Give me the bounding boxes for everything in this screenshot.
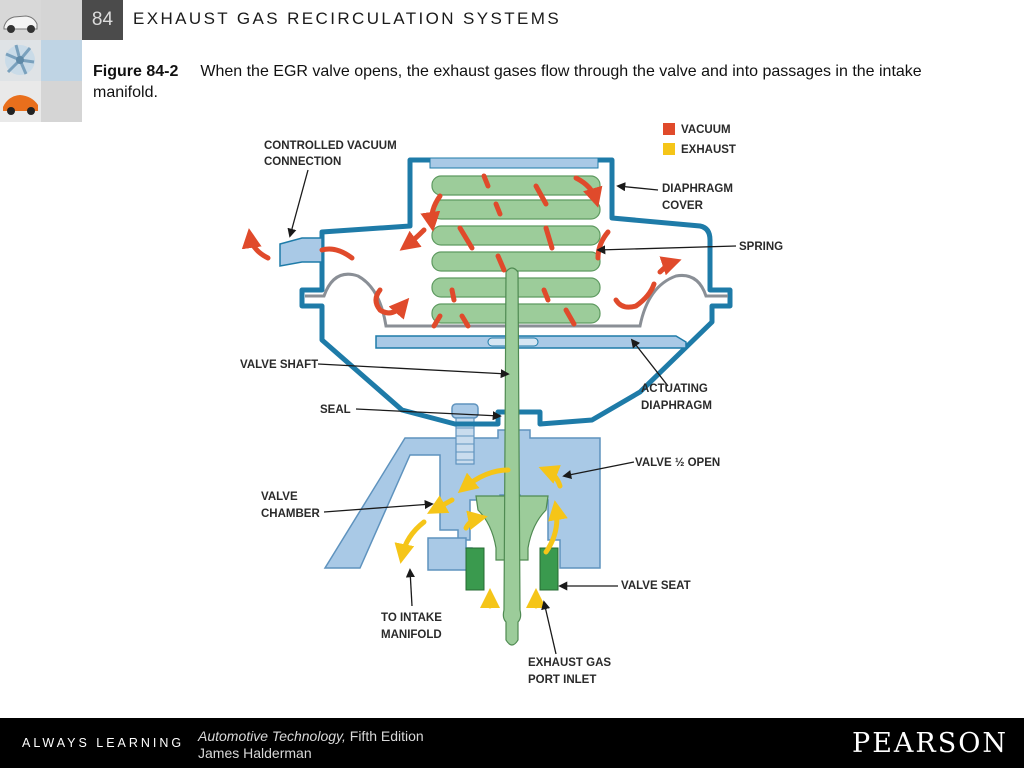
label-valve-half-open: VALVE ½ OPEN: [635, 457, 720, 469]
label-to-intake-1: TO INTAKE: [381, 612, 442, 624]
cover-top-plate: [429, 157, 599, 169]
label-spring: SPRING: [739, 241, 783, 253]
thumbnail-car-white: [0, 0, 41, 40]
intake-port-block: [427, 537, 473, 571]
label-valve-shaft: VALVE SHAFT: [240, 359, 318, 371]
chapter-title: EXHAUST GAS RECIRCULATION SYSTEMS: [133, 9, 562, 28]
label-diaphragm-cover-1: DIAPHRAGM: [662, 183, 733, 195]
label-actuating-diaphragm-2: DIAPHRAGM: [641, 400, 712, 412]
label-exhaust-port-1: EXHAUST GAS: [528, 657, 611, 669]
chapter-strip: [41, 0, 82, 122]
book-title: Automotive Technology,: [198, 728, 346, 744]
thumbnail-turbine: [0, 40, 41, 81]
label-controlled-vacuum-2: CONNECTION: [264, 156, 341, 168]
label-seal: SEAL: [320, 404, 351, 416]
legend: VACUUM EXHAUST: [663, 123, 736, 156]
vacuum-flow-arrows: [241, 173, 682, 329]
diagram-labels: CONTROLLED VACUUM CONNECTION DIAPHRAGM C…: [240, 140, 783, 686]
label-valve-seat: VALVE SEAT: [621, 580, 691, 592]
vacuum-connection-nipple: [279, 237, 323, 267]
label-to-intake-2: MANIFOLD: [381, 629, 442, 641]
label-controlled-vacuum-1: CONTROLLED VACUUM: [264, 140, 397, 152]
valve-seat: [465, 547, 559, 591]
legend-label-vacuum: VACUUM: [681, 124, 731, 136]
legend-label-exhaust: EXHAUST: [681, 144, 736, 156]
chapter-number: 84: [82, 0, 123, 40]
legend-swatch-vacuum: [663, 123, 675, 135]
diaphragm-cover: [299, 157, 733, 427]
legend-swatch-exhaust: [663, 143, 675, 155]
footer-tagline: ALWAYS LEARNING: [22, 736, 185, 750]
label-valve-chamber-1: VALVE: [261, 491, 298, 503]
egr-valve-diagram: VACUUM EXHAUST: [240, 123, 783, 686]
figure-number: Figure 84-2: [93, 63, 179, 80]
thumbnail-car-orange: [0, 81, 41, 122]
label-actuating-diaphragm-1: ACTUATING: [641, 383, 708, 395]
label-valve-chamber-2: CHAMBER: [261, 508, 320, 520]
leader-lines: [287, 169, 737, 655]
spring: [431, 175, 601, 324]
label-exhaust-port-2: PORT INLET: [528, 674, 596, 686]
car-icon: [3, 15, 38, 33]
turbine-icon: [5, 44, 35, 75]
label-diaphragm-cover-2: COVER: [662, 200, 704, 212]
actuating-diaphragm: [305, 272, 728, 328]
sports-car-icon: [3, 95, 38, 115]
book-author: James Halderman: [198, 745, 312, 761]
book-edition: Fifth Edition: [349, 728, 424, 744]
caption-text: When the EGR valve opens, the exhaust ga…: [93, 63, 922, 101]
book-info: Automotive Technology, Fifth Edition Jam…: [198, 728, 424, 762]
publisher-logo: PEARSON: [852, 728, 1008, 759]
footer-bar: ALWAYS LEARNING Automotive Technology, F…: [0, 718, 1024, 768]
mounting-bolt-head: [451, 403, 479, 419]
valve-shaft: [502, 267, 522, 646]
exhaust-flow-arrows: [394, 465, 568, 609]
